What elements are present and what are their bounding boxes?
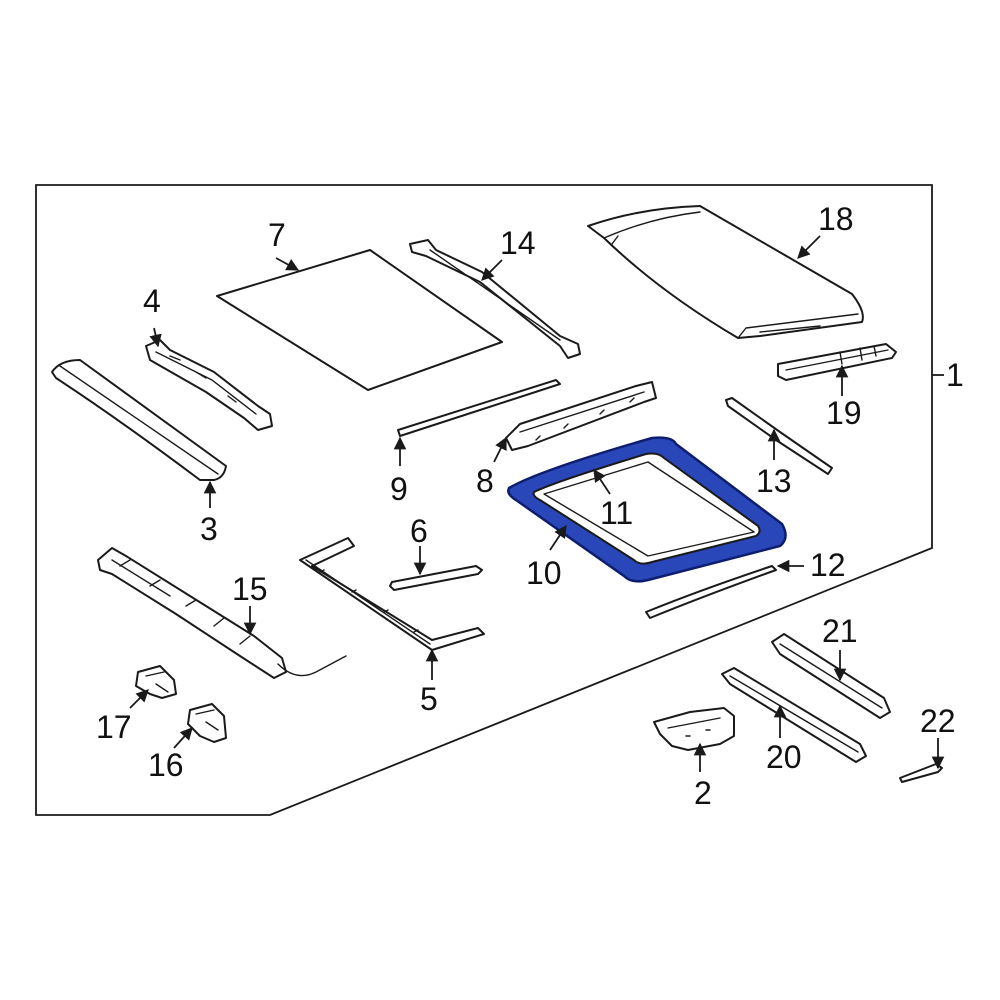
- part-21-cross-bar[interactable]: [771, 633, 891, 719]
- assembly-frame: [35, 184, 933, 816]
- callout-labels: 1 2 3 4 5 6 7 8 9 10 11 12 13 14 15 16 1…: [96, 201, 964, 811]
- part-15-drive-rail[interactable]: [97, 547, 347, 679]
- part-20-cross-bar[interactable]: [721, 667, 867, 763]
- callout-3: 3: [200, 511, 218, 547]
- callout-21: 21: [822, 613, 858, 649]
- callout-13: 13: [756, 463, 792, 499]
- part-16-motor[interactable]: [187, 703, 227, 743]
- callout-17: 17: [96, 709, 132, 745]
- part-3-wind-deflector[interactable]: [51, 359, 227, 481]
- part-2-mounting-bracket[interactable]: [653, 707, 735, 751]
- callout-7: 7: [268, 217, 286, 253]
- callout-8: 8: [476, 463, 494, 499]
- part-6-rod[interactable]: [389, 565, 483, 591]
- part-9-seal-strip[interactable]: [397, 379, 561, 437]
- part-17-motor[interactable]: [135, 665, 177, 699]
- part-12-rear-seal-strip[interactable]: [645, 565, 777, 619]
- callout-9: 9: [390, 471, 408, 507]
- callout-1: 1: [946, 357, 964, 393]
- callout-14: 14: [500, 225, 536, 261]
- callout-19: 19: [826, 395, 862, 431]
- callout-2: 2: [694, 775, 712, 811]
- callout-12: 12: [810, 547, 846, 583]
- part-4-bracket-rail[interactable]: [145, 339, 273, 431]
- callout-4: 4: [143, 283, 161, 319]
- leader-lines: [129, 235, 945, 772]
- part-18-roof-panel[interactable]: [587, 205, 864, 339]
- part-11-inner-seal[interactable]: [532, 452, 761, 565]
- part-8-front-frame[interactable]: [505, 381, 657, 451]
- callout-5: 5: [420, 681, 438, 717]
- part-19-rear-bracket[interactable]: [777, 343, 897, 381]
- callout-16: 16: [148, 747, 184, 783]
- callout-20: 20: [766, 739, 802, 775]
- callout-11: 11: [600, 495, 633, 531]
- callout-22: 22: [920, 703, 956, 739]
- callout-10: 10: [526, 555, 562, 591]
- part-7-glass-panel[interactable]: [216, 249, 503, 391]
- callout-15: 15: [232, 571, 268, 607]
- part-22-clip[interactable]: [899, 763, 943, 783]
- callout-18: 18: [818, 201, 854, 237]
- callout-6: 6: [410, 513, 428, 549]
- part-14-rail[interactable]: [409, 239, 581, 359]
- part-10-frame-seal[interactable]: [507, 436, 787, 583]
- part-5-frame-channel[interactable]: [299, 537, 485, 651]
